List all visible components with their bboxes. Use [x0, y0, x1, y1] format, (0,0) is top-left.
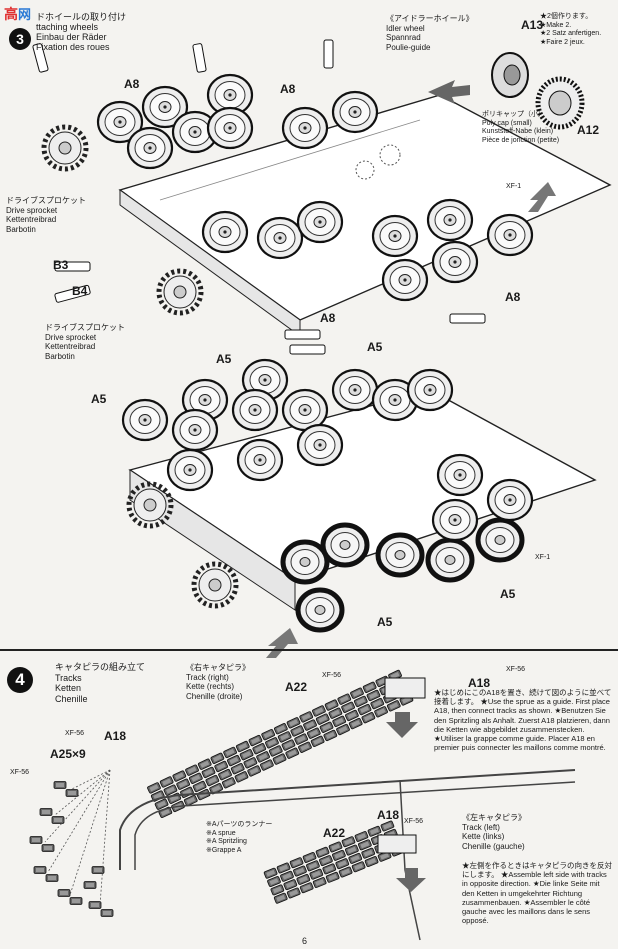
step-number: 3	[9, 28, 31, 50]
part-a8: A8	[280, 82, 296, 96]
right-track-caption: 《右キャタピラ》Track (right)Kette (rechts)Cheni…	[186, 663, 250, 701]
paint-xf56: XF-56	[65, 730, 85, 737]
part-a18: A18	[377, 808, 400, 822]
part-a22: A22	[285, 680, 308, 694]
part-a5: A5	[216, 352, 232, 366]
paint-xf56: XF-56	[404, 818, 424, 825]
poly-cap-caption: ポリキャップ（小）Poly cap (small)Kunststoff-Nabe…	[482, 111, 560, 144]
part-a25: A25×9	[50, 747, 86, 761]
part-b4: B4	[72, 284, 88, 298]
page-number: 6	[302, 936, 308, 946]
part-a13: A13	[521, 18, 544, 32]
right-track-instructions: ★はじめにこのA18を置き、続けて図のように並べて接着します。 ★Use the…	[434, 688, 612, 753]
part-a8: A8	[505, 290, 521, 304]
make-two-note: ★2個作ります。★Make 2.★2 Satz anfertigen.★Fair…	[540, 13, 602, 46]
sprue-note: ※Aパーツのランナー※A sprue※A Spritzling※Grappe A	[206, 821, 273, 854]
part-b3: B3	[53, 258, 69, 272]
part-a5: A5	[500, 587, 516, 601]
paint-xf1: XF-1	[506, 183, 522, 190]
part-a5: A5	[91, 392, 107, 406]
section-divider	[0, 649, 618, 651]
step-number: 4	[7, 667, 33, 693]
part-a5: A5	[367, 340, 383, 354]
left-track-instructions: ★左側を作るときはキャタピラの向きを反対にします。 ★Assemble left…	[462, 861, 612, 926]
part-a12: A12	[577, 123, 600, 137]
paint-xf56: XF-56	[10, 769, 30, 776]
paint-xf56: XF-56	[322, 672, 342, 679]
part-a8: A8	[320, 311, 336, 325]
paint-xf1: XF-1	[535, 554, 551, 561]
paint-xf56: XF-56	[506, 666, 526, 673]
part-a18: A18	[468, 676, 491, 690]
left-track-caption: 《左キャタピラ》Track (left)Kette (links)Chenill…	[462, 813, 526, 851]
watermark: 高网	[4, 6, 32, 22]
part-a18: A18	[104, 729, 127, 743]
part-a8: A8	[124, 77, 140, 91]
part-a22: A22	[323, 826, 346, 840]
part-a5: A5	[377, 615, 393, 629]
